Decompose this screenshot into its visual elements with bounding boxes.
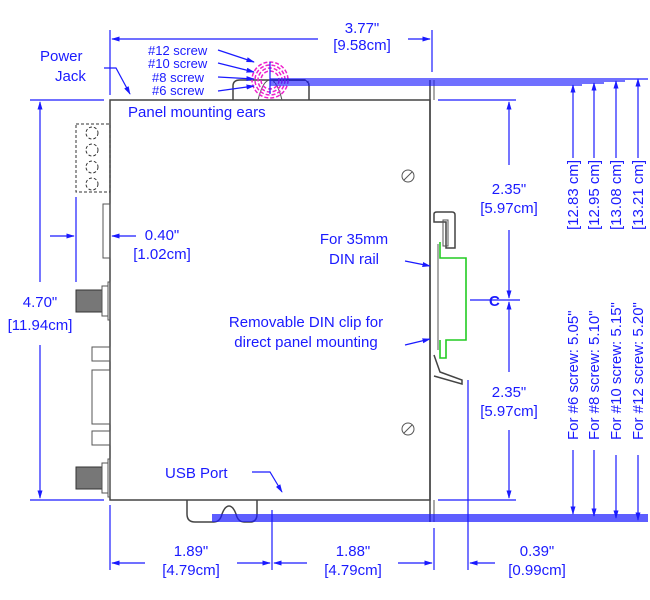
terminal-block-dashed (75, 123, 111, 193)
screw-reference-lines-top (270, 78, 648, 86)
screw-height-arrows (570, 78, 641, 521)
usb-port-label: USB Port (165, 465, 228, 482)
upper-half-cm: [5.97cm] (480, 200, 538, 217)
screw-label-6: #6 screw (152, 83, 205, 98)
bottom-left-cm: [4.79cm] (162, 562, 220, 579)
screw-icon (401, 169, 415, 183)
din-rail-label-2: DIN rail (329, 251, 379, 268)
clip-depth-cm: [0.99cm] (508, 562, 566, 579)
side-slot (102, 203, 111, 259)
screw-head-sizes (251, 61, 289, 99)
din-clip (433, 211, 463, 385)
height-cm: [11.94cm] (8, 317, 73, 334)
screw-label-12: #12 screw (148, 43, 208, 58)
screw10-in: For #10 screw: 5.15" (608, 302, 625, 440)
din-rail-label-1: For 35mm (320, 231, 388, 248)
screw-label-10: #10 screw (148, 56, 208, 71)
height-in: 4.70" (23, 294, 58, 311)
centerline-mark: C (489, 293, 500, 310)
power-jack-label-2: Jack (55, 68, 86, 85)
panel-mounting-ears-label: Panel mounting ears (128, 104, 266, 121)
side-port (91, 369, 111, 425)
screw8-cm: [12.95 cm] (586, 160, 603, 230)
screw-label-8: #8 screw (152, 70, 205, 85)
screw-reference-lines-bottom (212, 514, 648, 522)
lower-half-cm: [5.97cm] (480, 403, 538, 420)
rf-connector-upper (75, 281, 111, 321)
top-width-cm: [9.58cm] (333, 37, 391, 54)
side-port (91, 430, 111, 446)
bottom-right-in: 1.88" (336, 543, 371, 560)
clip-depth-in: 0.39" (520, 543, 555, 560)
device-body (109, 79, 435, 523)
connector-depth-in: 0.40" (145, 227, 180, 244)
din-clip-label-2: direct panel mounting (234, 334, 377, 351)
screw-icon (401, 422, 415, 436)
screw-height-labels: [12.83 cm] [12.95 cm] [13.08 cm] [13.21 … (565, 160, 647, 440)
side-port (91, 346, 111, 362)
power-jack-label-1: Power (40, 48, 83, 65)
lower-half-in: 2.35" (492, 384, 527, 401)
screw10-cm: [13.08 cm] (608, 160, 625, 230)
din-rail-profile (439, 242, 467, 359)
screw12-cm: [13.21 cm] (630, 160, 647, 230)
bottom-right-cm: [4.79cm] (324, 562, 382, 579)
rf-connector-lower (75, 458, 111, 498)
din-clip-label-1: Removable DIN clip for (229, 314, 383, 331)
upper-half-in: 2.35" (492, 181, 527, 198)
bottom-left-in: 1.89" (174, 543, 209, 560)
screw6-in: For #6 screw: 5.05" (565, 310, 582, 440)
connector-depth-cm: [1.02cm] (133, 246, 191, 263)
top-width-in: 3.77" (345, 20, 380, 37)
screw6-cm: [12.83 cm] (565, 160, 582, 230)
screw12-in: For #12 screw: 5.20" (630, 302, 647, 440)
screw8-in: For #8 screw: 5.10" (586, 310, 603, 440)
